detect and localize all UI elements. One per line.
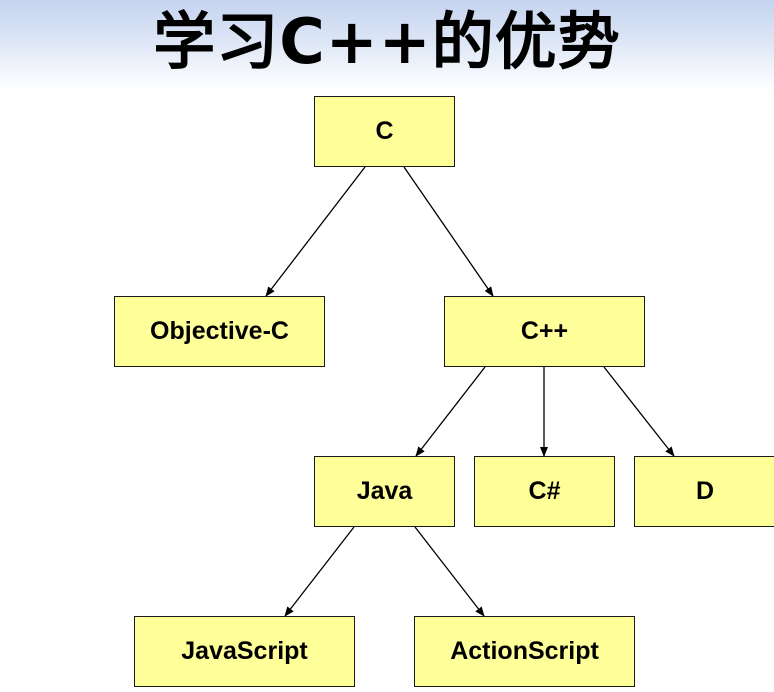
node-c: C [314, 96, 455, 167]
node-csharp: C# [474, 456, 615, 527]
node-java: Java [314, 456, 455, 527]
node-cpp: C++ [444, 296, 645, 367]
edge-cpp-d [603, 366, 675, 457]
edge-cpp-java [415, 366, 486, 457]
node-d: D [634, 456, 774, 527]
node-actionscript: ActionScript [414, 616, 635, 687]
node-objective-c: Objective-C [114, 296, 325, 367]
node-javascript: JavaScript [134, 616, 355, 687]
edge-java-actionscript [414, 526, 485, 617]
title-band [0, 0, 774, 92]
edge-c-cpp [403, 166, 494, 297]
slide-title: 学习C++的优势 [153, 5, 621, 78]
edge-c-objc [265, 166, 366, 297]
edge-java-javascript [284, 526, 355, 617]
